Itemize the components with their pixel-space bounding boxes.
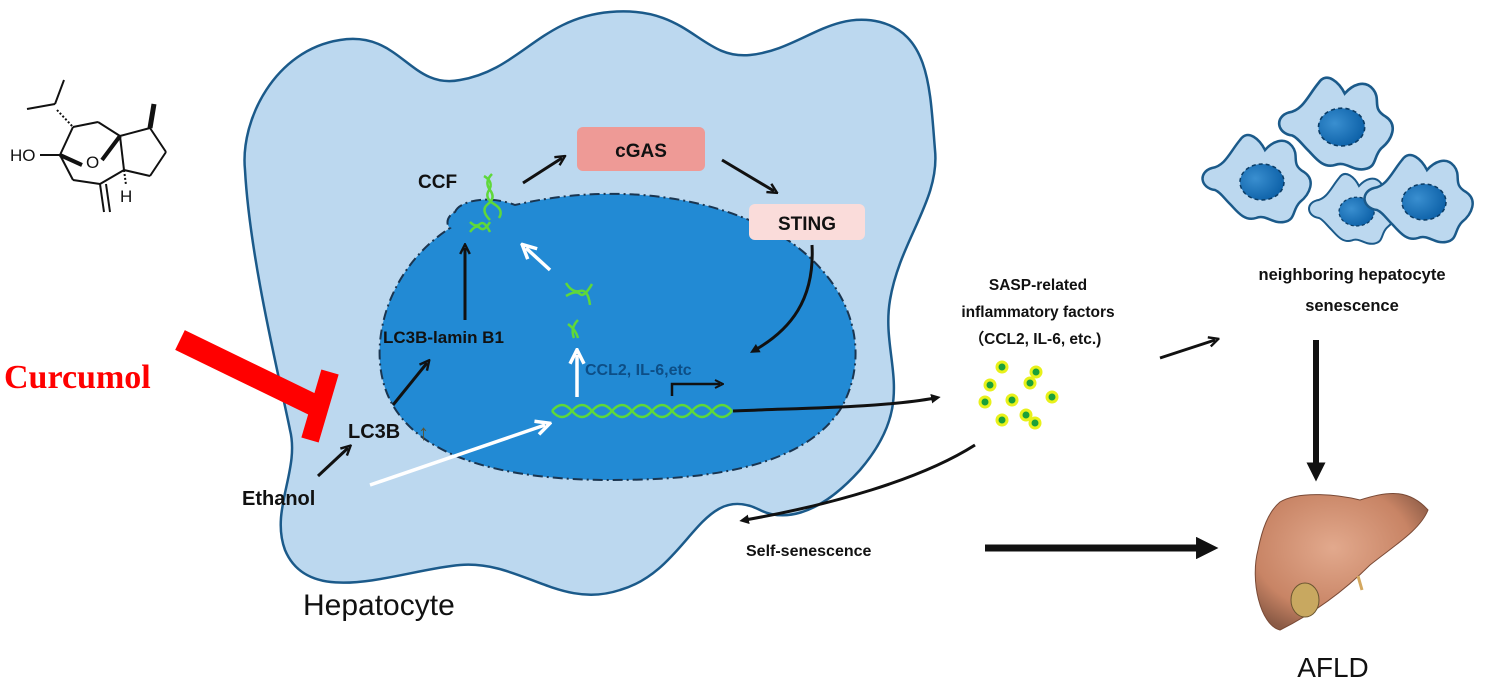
sasp-dot [983,378,997,392]
inhibition-bar [175,330,339,443]
curcumol-label: Curcumol [4,359,151,396]
curcumol-structure [26,79,167,213]
arrow-ethanol-lc3b [316,448,348,478]
arrow-sasp-self [739,443,976,525]
arrow-ccf-cgas [522,158,562,185]
transcription-start-arrow [670,384,720,396]
afld-label: AFLD [1297,652,1369,683]
hydrogen-label: H [120,187,132,206]
arrow-dna-sasp [732,393,941,413]
ccf-label: CCF [418,172,457,193]
sasp-dot [978,395,992,409]
sasp-dot [995,413,1009,427]
sasp-factors-icon [978,360,1059,430]
sasp-line1: SASP-related [989,277,1087,294]
sasp-line3: （CCL2, IL-6, etc.) [969,330,1102,348]
sasp-dot [1005,393,1019,407]
neighbor-line2: senescence [1305,297,1399,315]
hepatocyte-title: Hepatocyte [303,589,455,622]
dna-icon-ccf [469,173,502,233]
arrow-cgas-sting [721,158,774,191]
arrow-lc3b-complex [391,363,427,406]
sting-box [749,204,865,240]
sting-label: STING [778,214,836,235]
sasp-dot [1019,408,1033,422]
cgas-box [577,127,705,171]
liver-icon [1254,492,1429,631]
lc3b-lamin-b1-label: LC3B-lamin B1 [383,328,504,347]
oxygen-label: O [86,153,99,172]
hydroxyl-label: HO [10,146,36,165]
sasp-dot [1023,376,1037,390]
nucleus [378,192,857,482]
dna-icon-long [551,403,733,419]
ethanol-label: Ethanol [242,488,315,510]
lc3b-up-arrow-icon: ↑ [418,420,429,445]
self-senescence-label: Self-senescence [746,543,872,560]
lc3b-label: LC3B [348,421,400,443]
cgas-label: cGAS [615,141,667,162]
genes-label: CCL2, IL-6,etc [585,362,692,379]
arrow-sting-genes [749,244,814,353]
dna-icon-mid [564,282,594,339]
neighboring-hepatocytes-icon [1201,76,1474,245]
sasp-dot [1028,416,1042,430]
sasp-dot [995,360,1009,374]
arrow-sasp-neighbor [1159,340,1215,360]
sasp-dot [1045,390,1059,404]
sasp-line2: inflammatory factors [961,304,1114,321]
sasp-dot [1029,365,1043,379]
arrow-ethanol-dna [369,425,545,487]
neighbor-line1: neighboring hepatocyte [1258,266,1445,284]
arrow-dna-ccf [526,248,552,272]
